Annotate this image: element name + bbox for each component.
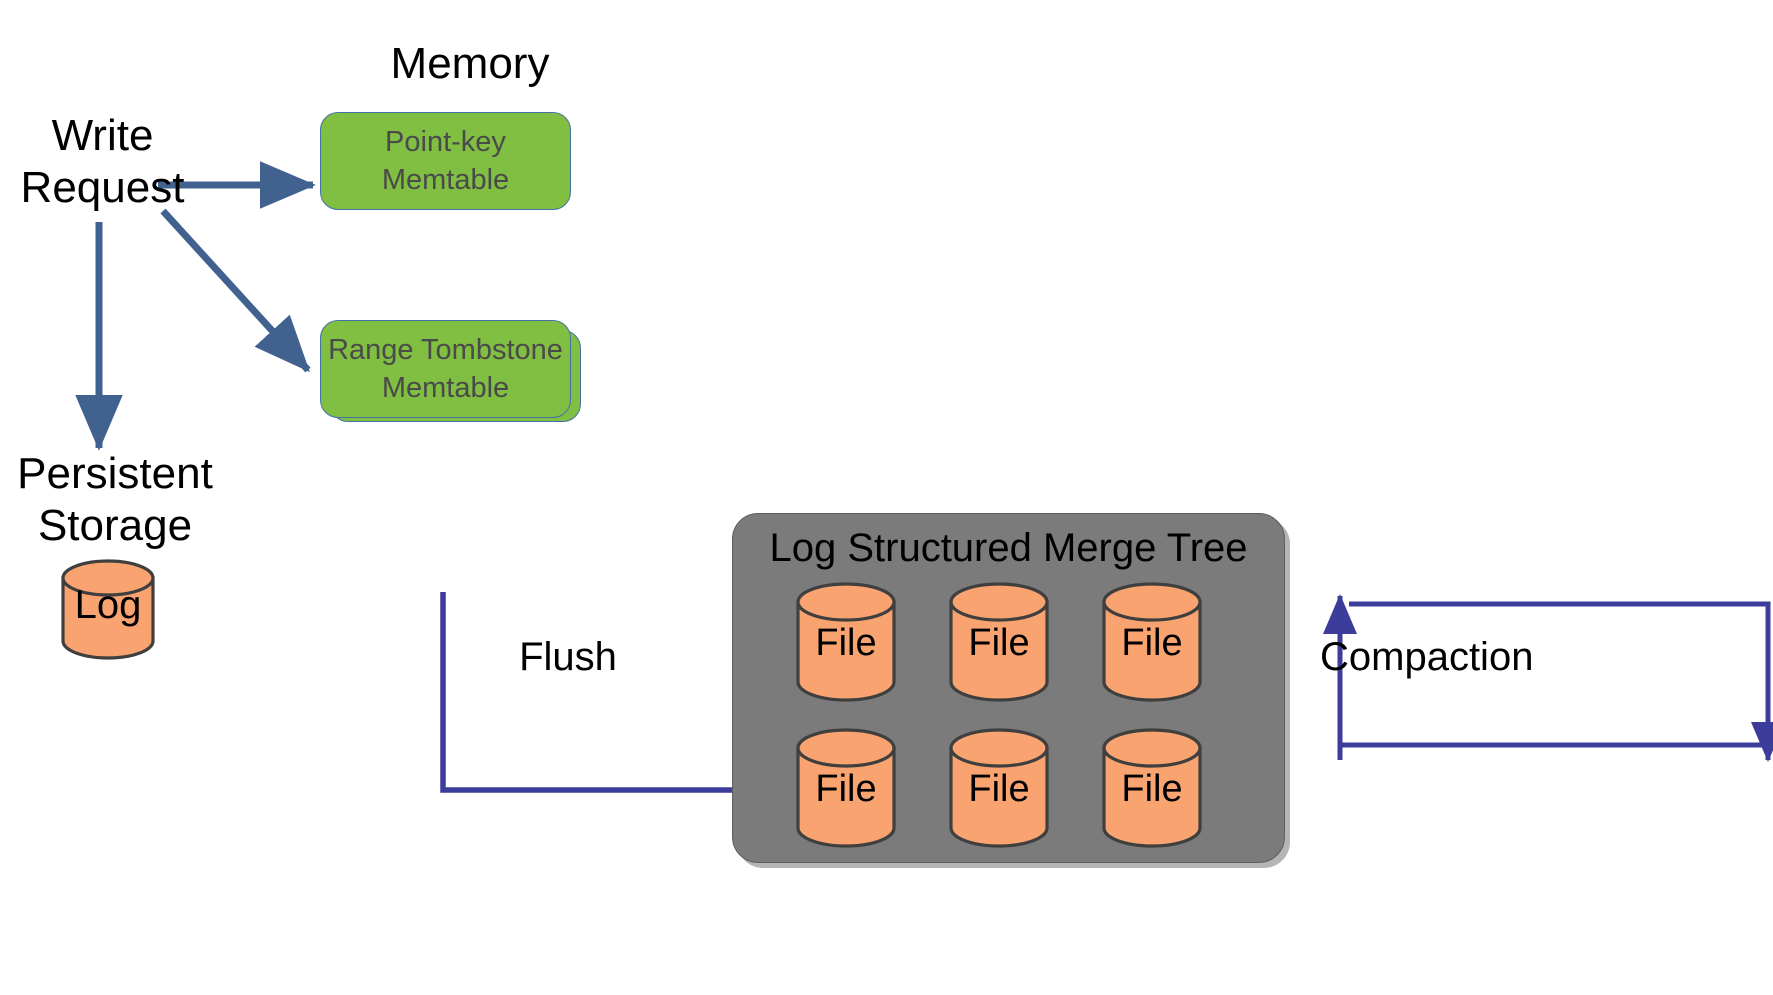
lsm-tree-title: Log Structured Merge Tree — [769, 526, 1248, 570]
memtable-point-key-label: Point-key Memtable — [381, 125, 510, 196]
compaction-label: Compaction — [1320, 635, 1534, 679]
memtable-range-tombstone-label: Range Tombstone Memtable — [328, 333, 563, 404]
arrow-flush-to-lsm-tree — [440, 592, 783, 809]
memtable-point-key: Point-key Memtable — [320, 112, 571, 210]
flush-label: Flush — [519, 635, 617, 679]
persistent-storage-label: Persistent Storage — [17, 449, 213, 550]
write-request-label: Write Request — [20, 111, 185, 212]
memtable-range-tombstone: Range Tombstone Memtable — [320, 320, 571, 418]
arrow-compaction-loop — [1322, 593, 1773, 763]
arrow-write-to-range-tombstone-memtable — [160, 208, 311, 373]
memory-label: Memory — [390, 39, 550, 88]
log-cylinder — [61, 559, 155, 660]
